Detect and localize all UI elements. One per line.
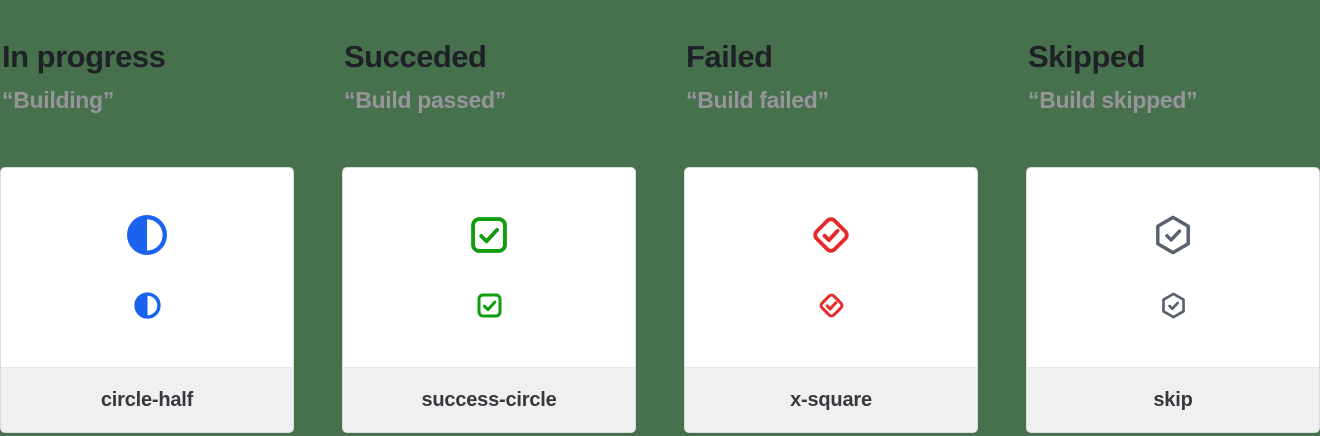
icon-name-label: circle-half <box>100 388 194 411</box>
icon-card-body <box>1027 168 1319 367</box>
circle-half-icon-small <box>133 292 161 319</box>
column-in-progress: In progress “Building” circle-half <box>0 0 294 436</box>
x-square-icon-large <box>813 217 849 253</box>
icon-name-label: success-circle <box>421 388 557 411</box>
icon-name-label: skip <box>1153 388 1193 411</box>
icon-card: x-square <box>684 167 978 433</box>
icon-card-footer: success-circle <box>343 367 635 432</box>
icon-card-body <box>343 168 635 367</box>
status-quote: “Build skipped” <box>1028 87 1198 113</box>
skip-icon-large <box>1156 215 1190 255</box>
icon-card: success-circle <box>342 167 636 433</box>
icon-name-label: x-square <box>790 388 872 411</box>
column-heading: Succeded <box>344 39 487 74</box>
success-circle-icon-small <box>476 293 502 318</box>
icon-card-footer: circle-half <box>1 367 293 432</box>
column-failed: Failed “Build failed” x-square <box>684 0 978 436</box>
status-quote: “Build failed” <box>686 87 829 113</box>
x-square-icon-small <box>819 293 843 318</box>
column-heading: Failed <box>686 39 773 74</box>
column-heading: In progress <box>2 39 166 74</box>
icon-card: skip <box>1026 167 1320 433</box>
column-heading: Skipped <box>1028 39 1146 74</box>
icon-card: circle-half <box>0 167 294 433</box>
circle-half-icon-large <box>127 215 167 255</box>
column-succeded: Succeded “Build passed” success-circle <box>342 0 636 436</box>
icon-card-footer: skip <box>1027 367 1319 432</box>
success-circle-icon-large <box>471 217 507 253</box>
column-skipped: Skipped “Build skipped” skip <box>1026 0 1320 436</box>
status-quote: “Build passed” <box>344 87 506 113</box>
icon-card-body <box>685 168 977 367</box>
icon-card-footer: x-square <box>685 367 977 432</box>
icon-card-body <box>1 168 293 367</box>
skip-icon-small <box>1161 292 1185 319</box>
status-quote: “Building” <box>2 87 114 113</box>
